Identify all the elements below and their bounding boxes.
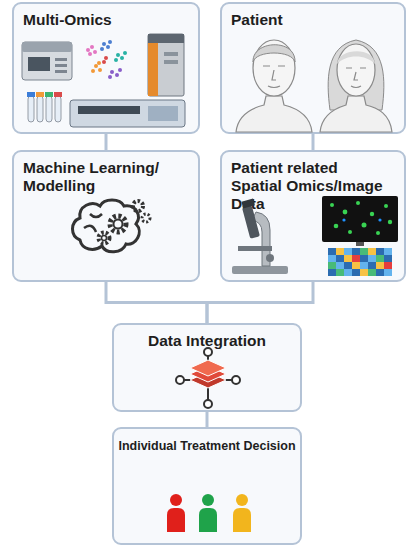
content-box: Patient related Spatial Omics/Image Data (220, 150, 406, 282)
connector-line (206, 412, 209, 427)
connector-line (312, 134, 315, 150)
box-title: Data Integration (114, 332, 300, 350)
content-box: Individual Treatment Decision (112, 427, 302, 545)
box-title: Patient (231, 11, 399, 29)
box-title: Machine Learning/ Modelling (23, 159, 173, 195)
box-title: Patient related Spatial Omics/Image Data (231, 159, 388, 213)
box-title: Multi-Omics (23, 11, 193, 29)
connector-line (106, 282, 207, 323)
box-title: Individual Treatment Decision (114, 437, 300, 455)
content-box: Machine Learning/ Modelling (12, 150, 200, 282)
content-box: Multi-Omics (12, 2, 200, 134)
content-box: Patient (220, 2, 406, 134)
content-box: Data Integration (112, 323, 302, 412)
connector-line (207, 282, 313, 323)
connector-line (105, 134, 108, 150)
